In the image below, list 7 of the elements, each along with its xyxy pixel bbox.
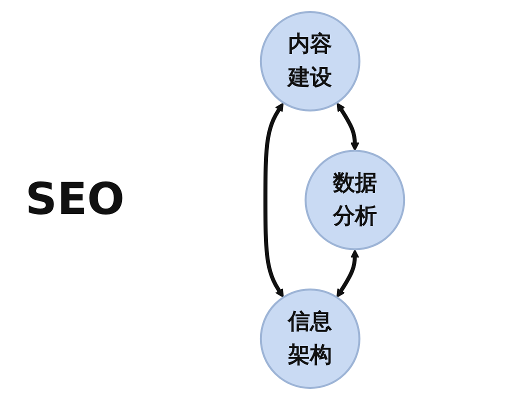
node-circle: 信息架构: [260, 288, 360, 389]
node-circle: 内容建设: [260, 11, 360, 112]
node-circle: 数据分析: [304, 150, 406, 250]
center-text: SEO: [25, 176, 125, 224]
arrow: [336, 102, 360, 152]
arrow: [263, 102, 284, 298]
arrow: [336, 249, 360, 298]
